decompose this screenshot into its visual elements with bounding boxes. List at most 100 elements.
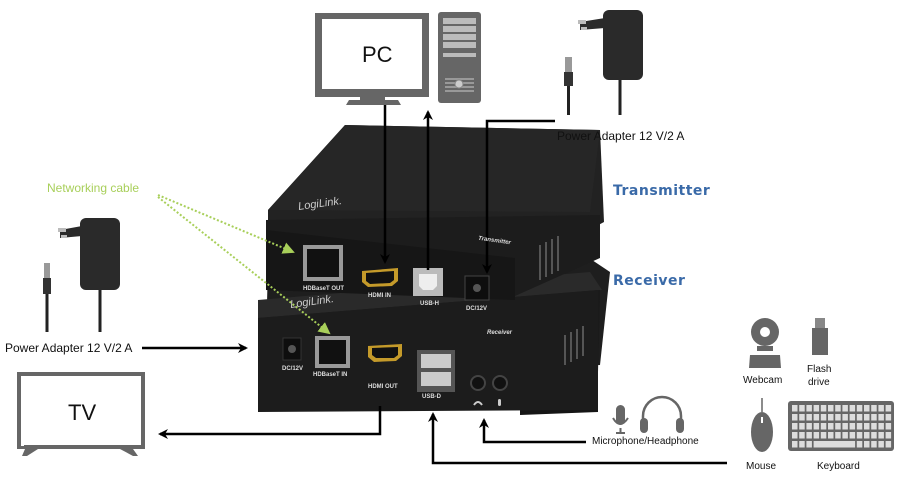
keyboard-key <box>864 405 870 412</box>
keyboard-icon <box>788 401 894 451</box>
keyboard-key <box>849 405 856 412</box>
keyboard-key <box>849 414 856 421</box>
keyboard-key <box>864 432 870 439</box>
keyboard-key <box>864 441 870 448</box>
pc-tower-icon <box>438 12 481 103</box>
keyboard-key <box>835 423 841 430</box>
keyboard-key <box>856 441 863 448</box>
keyboard-key <box>885 414 892 421</box>
power-adapter-top-label: Power Adapter 12 V/2 A <box>557 129 685 143</box>
keyboard-key <box>871 414 877 421</box>
keyboard-key <box>820 432 827 439</box>
keyboard-key <box>885 432 892 439</box>
flash-drive-label-1: Flash <box>807 364 832 375</box>
keyboard-key <box>792 414 798 421</box>
keyboard-key <box>806 441 812 448</box>
keyboard-key <box>828 414 834 421</box>
rx-port-dc12v: DC/12V <box>282 366 304 372</box>
keyboard-key <box>792 405 798 412</box>
audio-label: Microphone/Headphone <box>592 436 699 447</box>
headphone-icon <box>640 395 684 433</box>
webcam-icon <box>749 318 781 368</box>
keyboard-key <box>799 405 805 412</box>
keyboard-key <box>792 432 798 439</box>
keyboard-key <box>792 441 798 448</box>
power-adapter-left-icon <box>43 218 120 332</box>
transmitter-title: Transmitter <box>613 183 711 199</box>
networking-cable-label: Networking cable <box>47 181 140 195</box>
usb-peripheral-cable <box>428 412 727 465</box>
power-adapter-left-label: Power Adapter 12 V/2 A <box>5 341 133 355</box>
keyboard-key <box>806 405 812 412</box>
keyboard-key <box>806 432 812 439</box>
keyboard-key <box>828 432 834 439</box>
keyboard-key <box>849 423 856 430</box>
tx-port-dc12v: DC/12V <box>466 306 488 312</box>
keyboard-key <box>835 405 841 412</box>
flash-drive-icon <box>812 318 828 355</box>
network-cable-pointer-rx <box>157 196 331 335</box>
transmitter-power-cable <box>482 119 555 274</box>
webcam-label: Webcam <box>743 375 783 386</box>
keyboard-key <box>806 423 812 430</box>
keyboard-key <box>871 441 877 448</box>
keyboard-key <box>813 423 820 430</box>
keyboard-key <box>885 441 892 448</box>
keyboard-key <box>878 423 884 430</box>
keyboard-spacebar <box>813 441 856 448</box>
tv-icon <box>17 372 145 456</box>
keyboard-key <box>820 414 827 421</box>
keyboard-key <box>871 423 877 430</box>
keyboard-key <box>878 441 884 448</box>
keyboard-key <box>828 405 834 412</box>
keyboard-key <box>842 423 848 430</box>
pc-monitor-icon <box>315 13 429 105</box>
keyboard-key <box>799 432 805 439</box>
tv-hdmi-cable <box>158 406 382 439</box>
keyboard-key <box>842 405 848 412</box>
keyboard-key <box>856 414 863 421</box>
keyboard-key <box>820 423 827 430</box>
power-adapter-top-icon <box>564 10 643 115</box>
keyboard-key <box>820 405 827 412</box>
keyboard-key <box>856 423 863 430</box>
keyboard-key <box>878 414 884 421</box>
keyboard-key <box>806 414 812 421</box>
flash-drive-label-2: drive <box>808 377 830 388</box>
keyboard-key <box>864 423 870 430</box>
keyboard-key <box>835 414 841 421</box>
keyboard-key <box>842 432 848 439</box>
keyboard-key <box>885 423 892 430</box>
microphone-icon <box>612 405 629 434</box>
pc-label: PC <box>362 42 393 67</box>
keyboard-key <box>856 432 863 439</box>
tx-port-hdbaset-out: HDBaseT OUT <box>303 286 345 292</box>
keyboard-key <box>799 423 805 430</box>
keyboard-key <box>878 405 884 412</box>
rx-port-hdbaset-in: HDBaseT IN <box>313 372 348 378</box>
keyboard-key <box>871 432 877 439</box>
keyboard-key <box>864 414 870 421</box>
keyboard-key <box>813 405 820 412</box>
mouse-icon <box>751 398 773 452</box>
keyboard-key <box>799 441 805 448</box>
mouse-label: Mouse <box>746 461 777 472</box>
keyboard-key <box>792 423 798 430</box>
rx-port-hdmi-out: HDMI OUT <box>368 384 398 390</box>
keyboard-key <box>813 414 820 421</box>
receiver-side-label: Receiver <box>487 330 513 336</box>
keyboard-key <box>849 432 856 439</box>
keyboard-key <box>799 414 805 421</box>
keyboard-key <box>835 432 841 439</box>
network-cable-pointer-tx <box>157 194 295 254</box>
keyboard-key <box>878 432 884 439</box>
keyboard-label: Keyboard <box>817 461 860 472</box>
tx-port-usb-h: USB-H <box>420 301 439 307</box>
tv-label: TV <box>68 400 97 425</box>
tx-port-hdmi-in: HDMI IN <box>368 293 391 299</box>
keyboard-key <box>828 423 834 430</box>
keyboard-key <box>871 405 877 412</box>
rx-port-usb-d: USB-D <box>422 394 441 400</box>
keyboard-key <box>813 432 820 439</box>
